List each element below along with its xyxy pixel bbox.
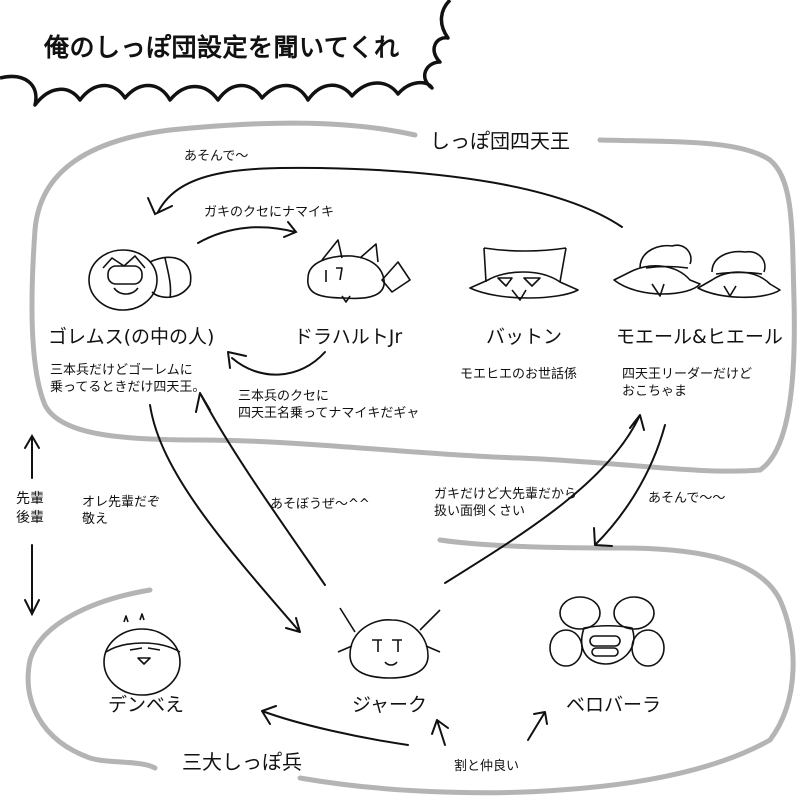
golems-icon [88, 249, 192, 311]
arrow-belobara-up [527, 711, 548, 741]
character-name-jark: ジャーク [352, 694, 428, 716]
axis-arrow-up [24, 434, 40, 479]
seniority-axis-label: 先輩 後輩 [16, 491, 44, 526]
arrow-gaki-daisenpai [444, 414, 645, 584]
drahalt-icon [307, 239, 411, 303]
title-bubble-outline [0, 0, 452, 107]
relation-note-asonde-right: あそんで～～ [648, 491, 726, 506]
relation-note-sanbonhei: 三本兵のクセに 四天王名乗ってナマイキだギャ [238, 389, 420, 421]
relation-note-gaki-daisenpai: ガキだけど大先輩だから 扱い面倒くさい [434, 487, 578, 519]
character-desc-golems: 三本兵だけどゴーレムに 乗ってるときだけ四天王。 [50, 363, 206, 395]
arrow-golems-jark [149, 404, 301, 633]
relation-note-asobouze: あそぼうぜ～^^ [270, 497, 370, 512]
character-desc-moeel: 四天王リーダーだけど おこちゃま [622, 367, 753, 399]
arrow-asobouze [195, 392, 326, 586]
group-label-sandai: 三大しっぽ兵 [182, 750, 302, 774]
relation-note-gaki-namaiki: ガキのクセにナマイキ [204, 205, 335, 220]
relation-note-asonde-top: あそんで～ [184, 149, 249, 164]
denbee-icon [103, 613, 181, 696]
bottom-group-outline [25, 537, 796, 796]
relation-note-nakayoi: 割と仲良い [454, 759, 520, 774]
character-name-batton: バットン [486, 326, 563, 348]
relation-arrows [24, 166, 666, 746]
belobara-icon [549, 596, 665, 667]
moeel-hieel-icon [613, 244, 781, 299]
arrow-asonde-top [147, 166, 623, 228]
top-group-outline [29, 120, 797, 474]
arrow-asonde-right [593, 424, 666, 547]
axis-arrow-down [24, 544, 40, 617]
page-title: 俺のしっぽ団設定を聞いてくれ [44, 33, 400, 62]
character-desc-batton: モエヒエのお世話係 [460, 367, 578, 382]
character-name-drahalt: ドラハルトJr [294, 326, 403, 348]
arrow-jark-up [431, 719, 449, 746]
relation-note-ore-senpai: オレ先輩だぞ 敬え [82, 495, 161, 527]
jark-icon [337, 607, 441, 679]
arrow-gaki-namaiki [197, 221, 298, 244]
character-name-belobara: ベロバーラ [566, 694, 662, 716]
arrow-sanbonhei [227, 351, 326, 376]
character-name-denbee: デンベえ [108, 694, 185, 716]
character-name-golems: ゴレムス(の中の人) [48, 326, 215, 348]
batton-icon [469, 247, 579, 301]
group-label-shitenno: しっぽ団四天王 [430, 129, 570, 153]
arrow-jark-denbee [261, 705, 409, 746]
character-name-moeel: モエール&ヒエール [616, 326, 783, 348]
